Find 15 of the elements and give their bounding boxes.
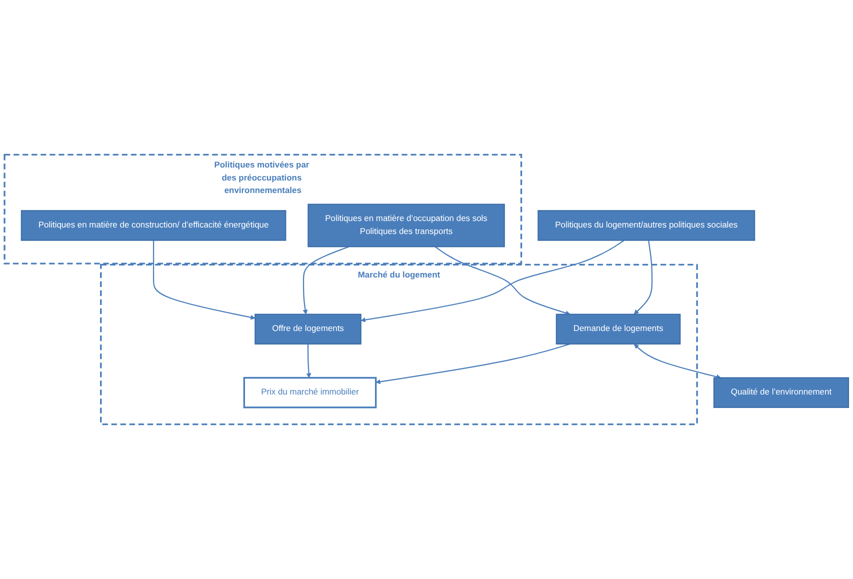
arrow xyxy=(634,344,722,380)
node-box: Politiques en matière de construction/ d’efficacité énergétique xyxy=(20,210,286,241)
arrow xyxy=(152,240,256,320)
arrow xyxy=(302,246,350,315)
arrow xyxy=(376,343,570,384)
node-box: Offre de logements xyxy=(254,314,362,344)
arrow xyxy=(634,240,653,315)
node-box: Politiques du logement/autres politiques sociales xyxy=(538,210,756,241)
node-box: Demande de logements xyxy=(556,314,681,344)
arrow xyxy=(306,344,312,378)
node-box: Prix du marché immobilier xyxy=(243,376,377,408)
arrow xyxy=(360,240,625,322)
node-box: Politiques en matière d’occupation des sols Politiques des transports xyxy=(308,204,505,248)
arrow xyxy=(434,246,570,316)
node-box: Qualité de l’environnement xyxy=(713,377,850,408)
